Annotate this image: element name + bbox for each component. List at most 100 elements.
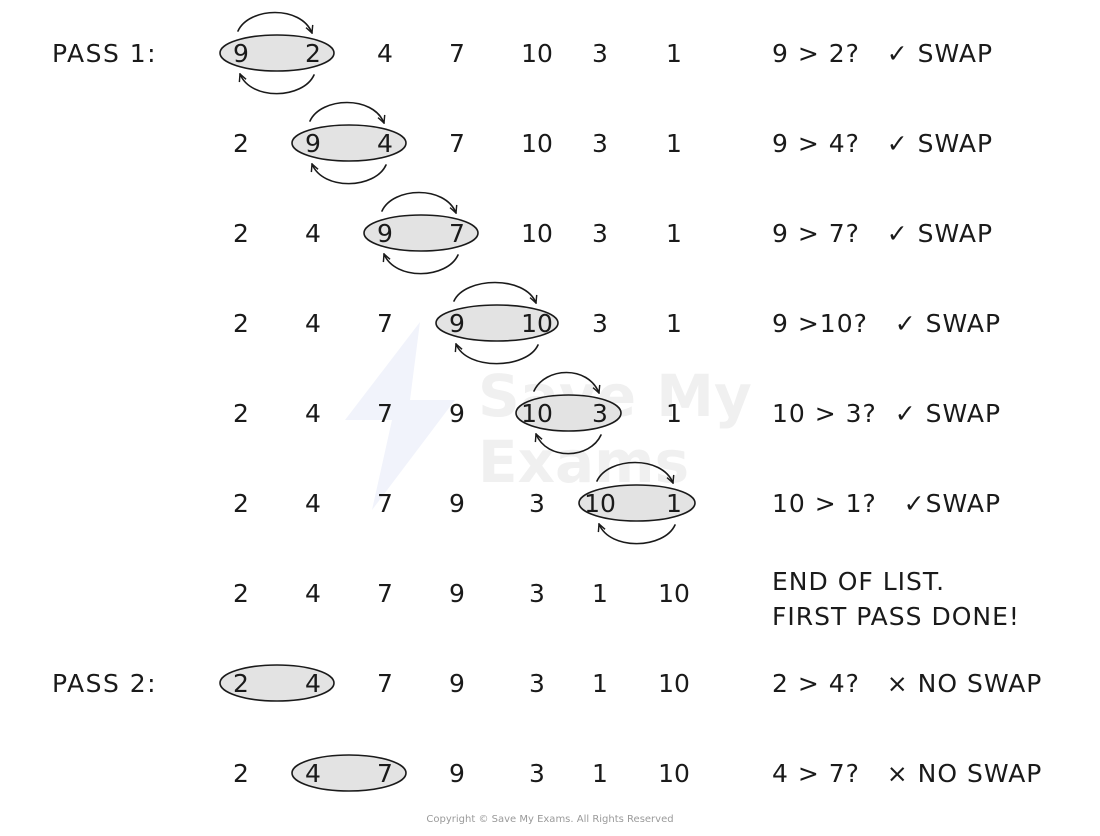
list-value: 4	[305, 489, 321, 518]
swap-arrow-top	[533, 371, 599, 394]
watermark-line-2: Exams	[478, 428, 689, 496]
sort-row: 2 4 7 9 10 3 1 10 > 3? ✓ SWAP	[233, 371, 1001, 455]
list-value: 2	[305, 39, 321, 68]
sort-rows: PASS 1: 9 2 4 7 10 3 1 9 > 2? ✓ SWAP 2 9 4 7 10 3 1 9 > …	[52, 11, 1042, 792]
list-value: 7	[449, 219, 465, 248]
comparison-note: END OF LIST.	[772, 567, 945, 596]
list-value: 7	[377, 309, 393, 338]
swap-arrow-bottom	[456, 344, 539, 365]
swap-arrow-top	[309, 101, 384, 124]
list-value: 1	[592, 669, 608, 698]
comparison-note: 9 >10? ✓ SWAP	[772, 309, 1001, 338]
list-value: 4	[305, 669, 321, 698]
list-value: 2	[233, 489, 249, 518]
list-value: 7	[449, 129, 465, 158]
list-value: 9	[449, 399, 465, 428]
compare-oval	[363, 214, 479, 252]
list-value: 9	[233, 39, 249, 68]
sort-row: PASS 1: 9 2 4 7 10 3 1 9 > 2? ✓ SWAP	[52, 11, 993, 95]
swap-arrow-top	[381, 191, 456, 214]
list-value: 1	[666, 489, 682, 518]
list-value: 9	[449, 489, 465, 518]
list-value: 1	[592, 579, 608, 608]
list-value: 10	[521, 39, 553, 68]
sort-row: 2 4 7 9 10 3 1 9 >10? ✓ SWAP	[233, 281, 1001, 365]
comparison-note: 10 > 3? ✓ SWAP	[772, 399, 1001, 428]
list-value: 3	[592, 309, 608, 338]
compare-oval	[435, 304, 559, 342]
list-value: 9	[449, 309, 465, 338]
list-value: 7	[377, 579, 393, 608]
comparison-note: 2 > 4? × NO SWAP	[772, 669, 1042, 698]
pass-label: PASS 1:	[52, 39, 157, 68]
list-value: 4	[305, 399, 321, 428]
list-value: 4	[305, 309, 321, 338]
list-value: 2	[233, 219, 249, 248]
list-value: 7	[377, 489, 393, 518]
comparison-note: 4 > 7? × NO SWAP	[772, 759, 1042, 788]
list-value: 3	[592, 219, 608, 248]
compare-oval	[219, 664, 335, 702]
list-value: 3	[592, 39, 608, 68]
list-value: 9	[377, 219, 393, 248]
list-value: 3	[529, 579, 545, 608]
list-value: 9	[449, 669, 465, 698]
list-value: 10	[521, 309, 553, 338]
swap-arrow-top	[596, 461, 673, 484]
compare-oval	[291, 754, 407, 792]
list-value: 7	[377, 669, 393, 698]
comparison-note: 9 > 2? ✓ SWAP	[772, 39, 993, 68]
list-value: 10	[584, 489, 616, 518]
comparison-note: 9 > 4? ✓ SWAP	[772, 129, 993, 158]
list-value: 3	[592, 399, 608, 428]
list-value: 10	[521, 219, 553, 248]
list-value: 1	[666, 39, 682, 68]
list-value: 2	[233, 399, 249, 428]
list-value: 9	[449, 579, 465, 608]
list-value: 4	[377, 39, 393, 68]
list-value: 3	[529, 759, 545, 788]
list-value: 10	[521, 399, 553, 428]
list-value: 4	[377, 129, 393, 158]
swap-arrow-bottom	[312, 164, 387, 185]
list-value: 1	[666, 129, 682, 158]
sort-row: 2 4 9 7 10 3 1 9 > 7? ✓ SWAP	[233, 191, 993, 275]
compare-oval	[291, 124, 407, 162]
pass-label: PASS 2:	[52, 669, 157, 698]
list-value: 2	[233, 759, 249, 788]
list-value: 10	[521, 129, 553, 158]
list-value: 10	[658, 759, 690, 788]
list-value: 9	[449, 759, 465, 788]
compare-oval	[578, 484, 696, 522]
swap-arrow-bottom	[240, 74, 315, 95]
comparison-note: 9 > 7? ✓ SWAP	[772, 219, 993, 248]
list-value: 1	[666, 399, 682, 428]
list-value: 2	[233, 309, 249, 338]
list-value: 4	[305, 219, 321, 248]
list-value: 7	[377, 399, 393, 428]
swap-arrow-bottom	[384, 254, 459, 275]
compare-oval	[515, 394, 622, 432]
list-value: 4	[305, 579, 321, 608]
list-value: 3	[529, 489, 545, 518]
list-value: 7	[449, 39, 465, 68]
list-value: 1	[666, 219, 682, 248]
compare-oval	[219, 34, 335, 72]
list-value: 3	[529, 669, 545, 698]
list-value: 9	[305, 129, 321, 158]
comparison-note: FIRST PASS DONE!	[772, 602, 1020, 631]
swap-arrow-bottom	[599, 524, 676, 545]
copyright-notice: Copyright © Save My Exams. All Rights Re…	[426, 814, 673, 825]
swap-arrow-bottom	[536, 434, 602, 455]
bolt-icon	[345, 322, 455, 510]
list-value: 10	[658, 579, 690, 608]
list-value: 4	[305, 759, 321, 788]
swap-arrow-top	[237, 11, 312, 34]
list-value: 1	[666, 309, 682, 338]
